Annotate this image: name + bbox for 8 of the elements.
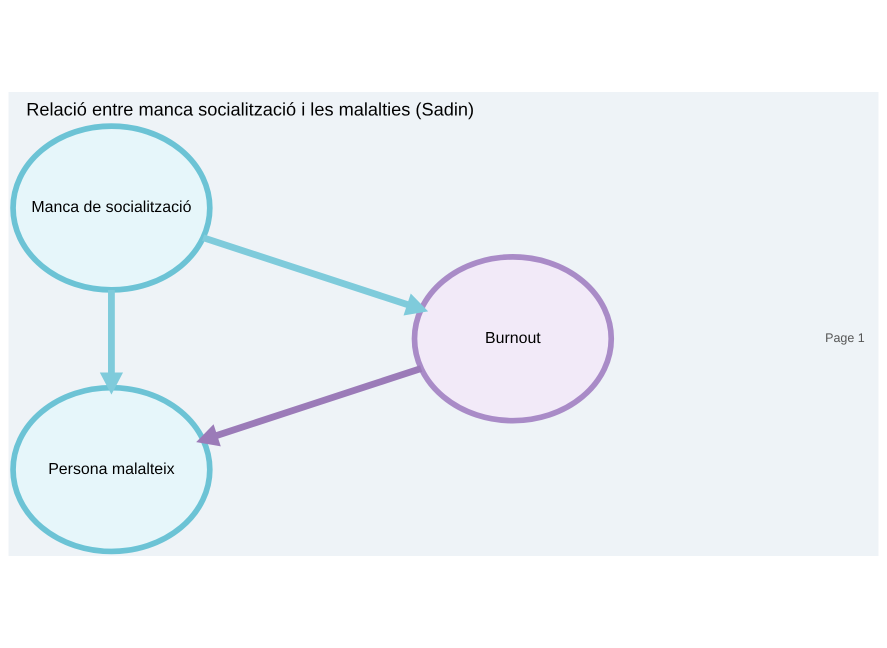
node-ellipse: Persona malalteix [10,384,213,554]
label: Page 1 [825,330,865,345]
node-ellipse: Manca de socialització [10,123,213,293]
diagram-title: Relació entre manca socialització i les malalties (Sadin) [26,100,474,120]
node-ellipse: Burnout [412,254,614,424]
arrow [100,290,124,395]
arrow [202,234,428,316]
arrow [196,365,422,446]
